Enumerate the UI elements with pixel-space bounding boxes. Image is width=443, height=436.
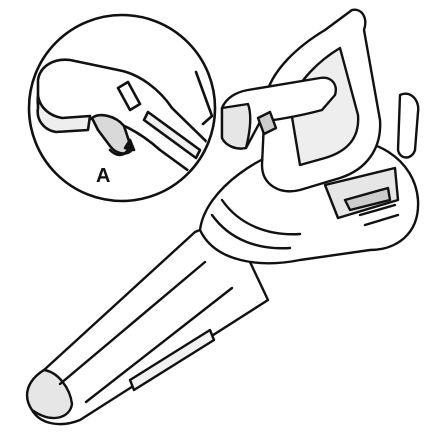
blower-body — [25, 8, 420, 426]
ring-band — [210, 198, 302, 250]
detail-switch — [116, 80, 142, 112]
side-vent — [358, 203, 400, 227]
trigger-button — [220, 102, 252, 150]
thumb-switch — [256, 110, 278, 136]
detail-callout: A — [27, 13, 217, 203]
detail-slot — [142, 110, 202, 160]
callout-pointer — [194, 70, 214, 126]
rear-cap — [396, 92, 420, 159]
battery-slot — [323, 166, 400, 220]
battery-latch — [343, 186, 392, 212]
detail-grip-edge — [36, 94, 92, 134]
motor-housing — [198, 137, 420, 265]
nozzle-slot — [128, 328, 216, 392]
detail-arrow-head — [123, 138, 136, 152]
nozzle-ridge — [58, 260, 234, 404]
callout-label: A — [96, 165, 110, 187]
